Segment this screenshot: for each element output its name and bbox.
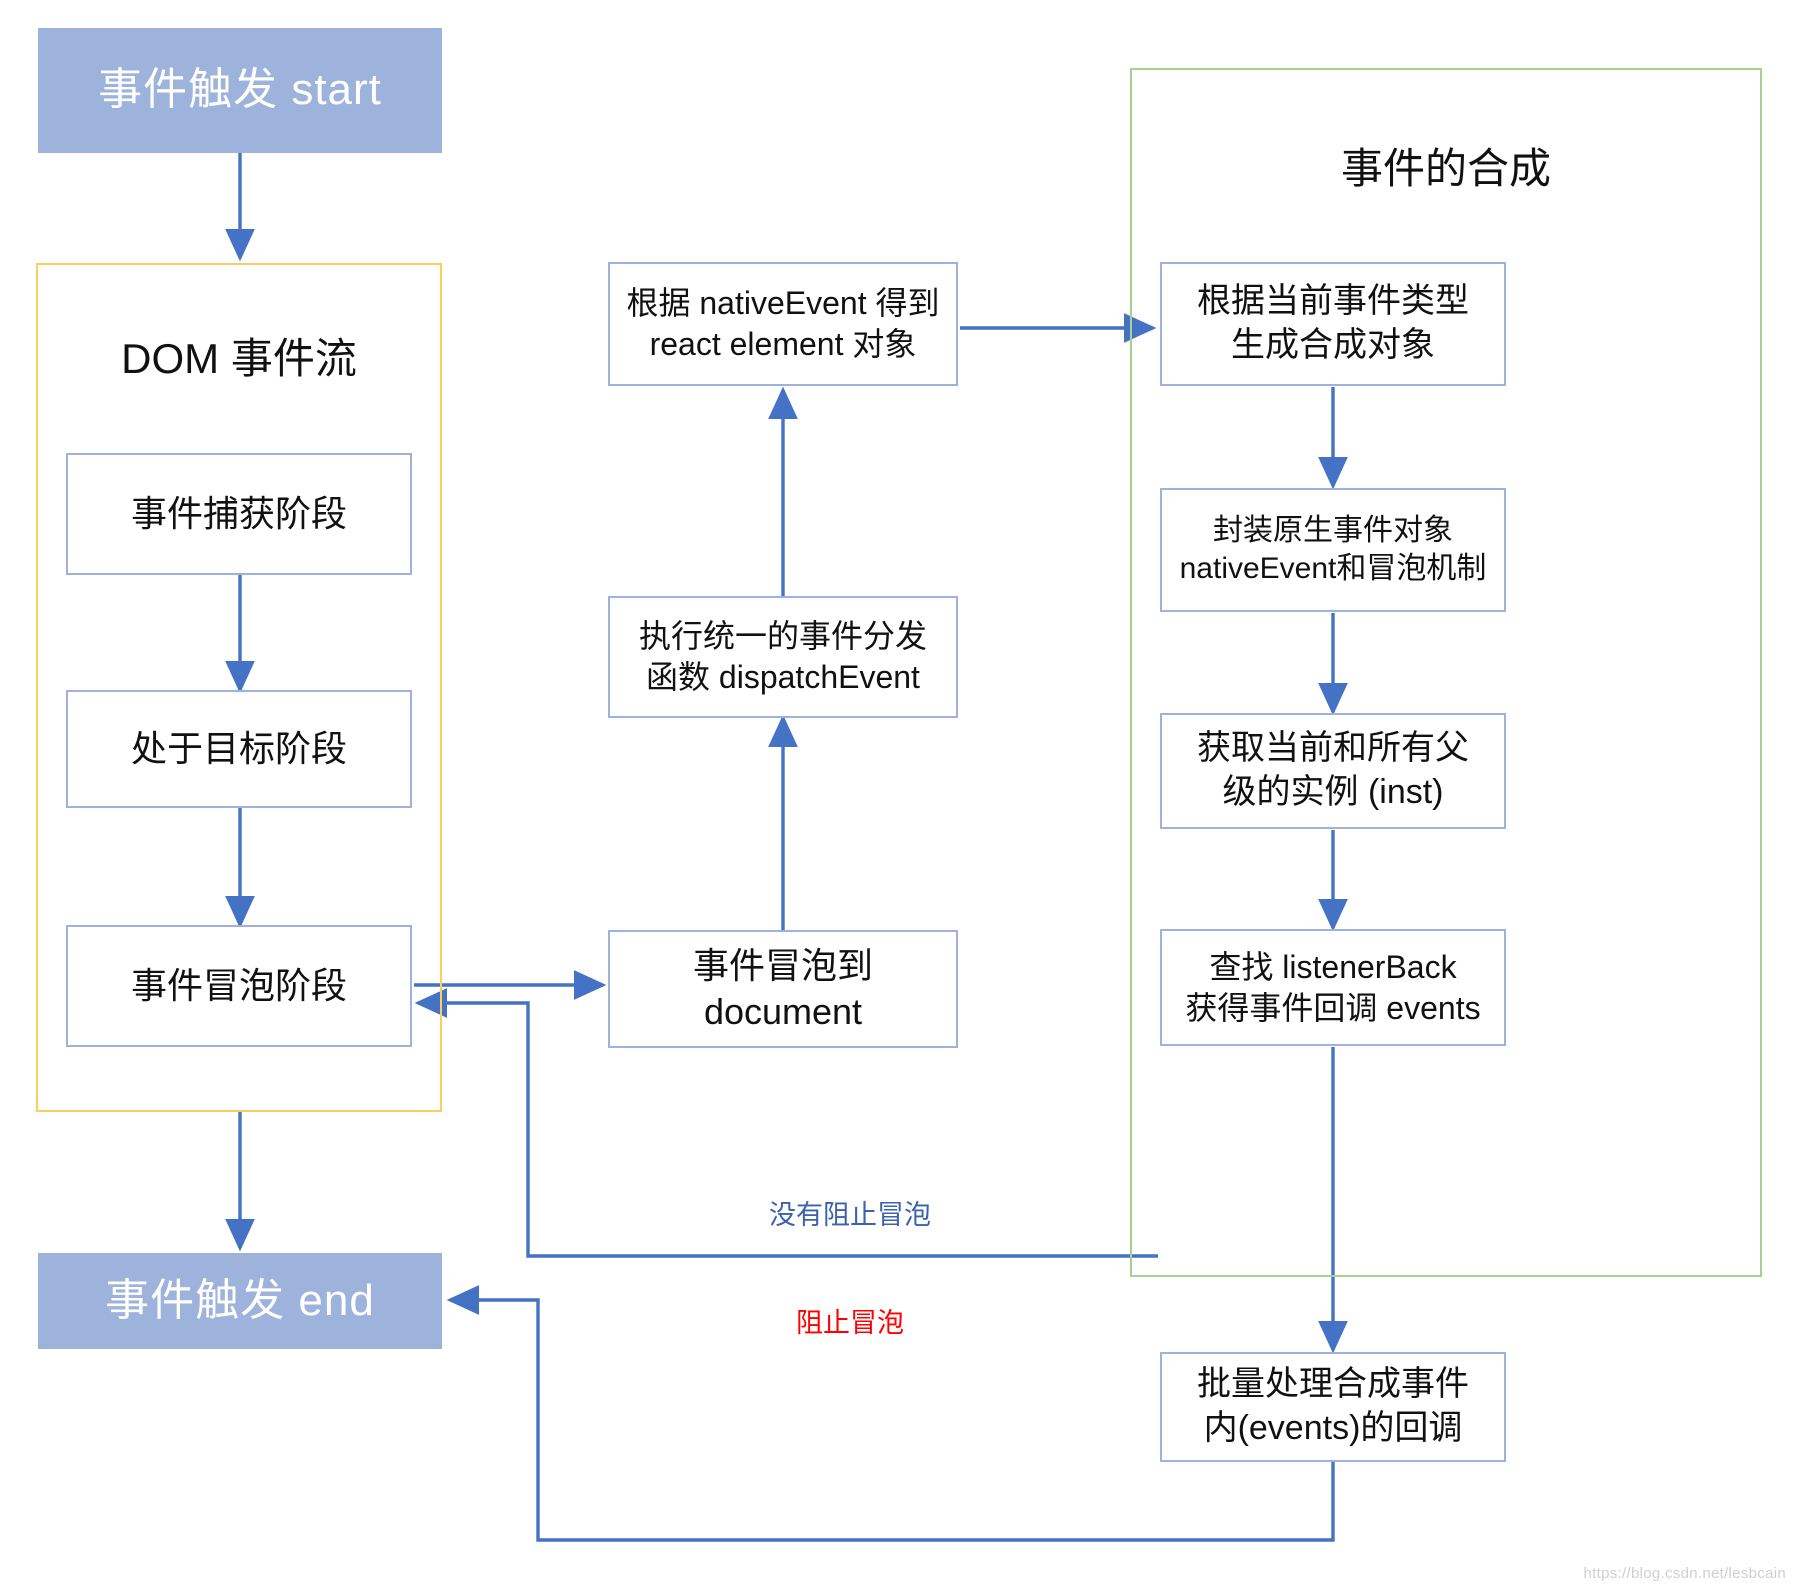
edge-label-stop-propagation: 阻止冒泡 bbox=[796, 1307, 904, 1338]
group-synthetic-event bbox=[1130, 68, 1762, 1277]
group-title-synthetic-event: 事件的合成 bbox=[1340, 144, 1551, 192]
node-capture-phase[interactable]: 事件捕获阶段 bbox=[66, 453, 412, 575]
node-dispatch-event[interactable]: 执行统一的事件分发 函数 dispatchEvent bbox=[608, 596, 958, 718]
node-collect-instances[interactable]: 获取当前和所有父 级的实例 (inst) bbox=[1160, 713, 1506, 829]
node-batch-process-events[interactable]: 批量处理合成事件 内(events)的回调 bbox=[1160, 1352, 1506, 1462]
node-bubble-to-document[interactable]: 事件冒泡到 document bbox=[608, 930, 958, 1048]
group-title-dom-event-flow: DOM 事件流 bbox=[121, 334, 357, 382]
watermark-text: https://blog.csdn.net/lesbcain bbox=[1583, 1565, 1786, 1582]
node-create-synthetic-object[interactable]: 根据当前事件类型 生成合成对象 bbox=[1160, 262, 1506, 386]
node-end[interactable]: 事件触发 end bbox=[38, 1253, 442, 1349]
node-get-react-element[interactable]: 根据 nativeEvent 得到 react element 对象 bbox=[608, 262, 958, 386]
node-find-listener-back[interactable]: 查找 listenerBack 获得事件回调 events bbox=[1160, 929, 1506, 1046]
group-dom-event-flow bbox=[36, 263, 442, 1112]
node-target-phase[interactable]: 处于目标阶段 bbox=[66, 690, 412, 808]
node-wrap-native-event[interactable]: 封装原生事件对象 nativeEvent和冒泡机制 bbox=[1160, 488, 1506, 612]
node-bubble-phase[interactable]: 事件冒泡阶段 bbox=[66, 925, 412, 1047]
edge-label-no-stop-propagation: 没有阻止冒泡 bbox=[769, 1199, 931, 1230]
node-start[interactable]: 事件触发 start bbox=[38, 28, 442, 153]
